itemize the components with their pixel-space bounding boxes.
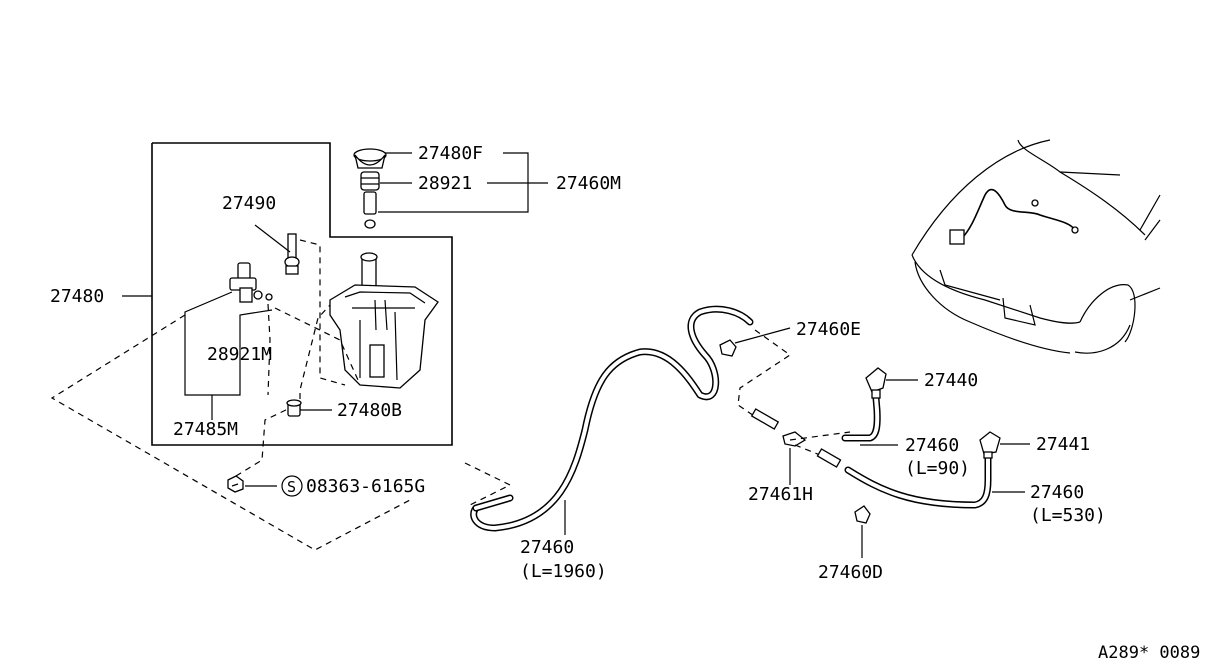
leader-27460E: [734, 327, 791, 344]
clip-27460E-part: [719, 339, 737, 357]
main-hose-part: [470, 305, 754, 532]
hose-530-part: [816, 448, 992, 509]
clip-27460D-part: [854, 505, 871, 524]
sensor-27490-part: [284, 233, 300, 275]
leader-27490: [254, 224, 291, 253]
label-27460-530: 27460: [1030, 482, 1084, 503]
label-27440: 27440: [924, 370, 978, 391]
filler-cap-part: [353, 148, 387, 229]
label-bolt: 08363-6165G: [306, 476, 425, 497]
label-27460-90: 27460: [905, 435, 959, 456]
joint-27461H-part: [750, 408, 807, 447]
reference-code: A289* 0089: [1098, 643, 1200, 663]
bolt-symbol-circle: [281, 475, 303, 497]
label-28921-top: 28921: [418, 173, 472, 194]
label-28921M: 28921M: [207, 344, 272, 365]
assembly-dashed-outline: [50, 314, 411, 551]
tank-assembly-frame: [151, 142, 453, 446]
label-27460D: 27460D: [818, 562, 883, 583]
leader-27485M: [184, 291, 273, 420]
hose-90-part: [841, 394, 881, 442]
bolt-symbol: S: [287, 478, 296, 496]
washer-pump-part: [229, 262, 273, 303]
label-27480B: 27480B: [337, 400, 402, 421]
label-27460M: 27460M: [556, 173, 621, 194]
label-27485M: 27485M: [173, 419, 238, 440]
joint-dashed-lines-2: [794, 444, 821, 456]
nozzle-27440-part: [865, 367, 887, 399]
grommet-27480B-part: [286, 399, 302, 417]
hose-dashed-drop: [737, 329, 792, 421]
washer-tank-part: [329, 252, 439, 389]
bolt-dashed-line: [235, 407, 291, 477]
label-27460E: 27460E: [796, 319, 861, 340]
label-27480: 27480: [50, 286, 104, 307]
label-len-530: (L=530): [1030, 505, 1106, 526]
label-27441: 27441: [1036, 434, 1090, 455]
vehicle-front-illustration: [911, 139, 1161, 354]
nozzle-27441-part: [979, 431, 1001, 459]
label-len-90: (L=90): [905, 458, 970, 479]
bolt-part: [227, 475, 244, 493]
label-len-1960: (L=1960): [520, 561, 607, 582]
hose-dashed-link: [464, 462, 512, 506]
label-27490: 27490: [222, 193, 276, 214]
label-27480F: 27480F: [418, 143, 483, 164]
label-27460-1960: 27460: [520, 537, 574, 558]
cap-leaders: [378, 152, 548, 213]
label-27461H: 27461H: [748, 484, 813, 505]
tank-dashed-lines: [267, 239, 359, 410]
